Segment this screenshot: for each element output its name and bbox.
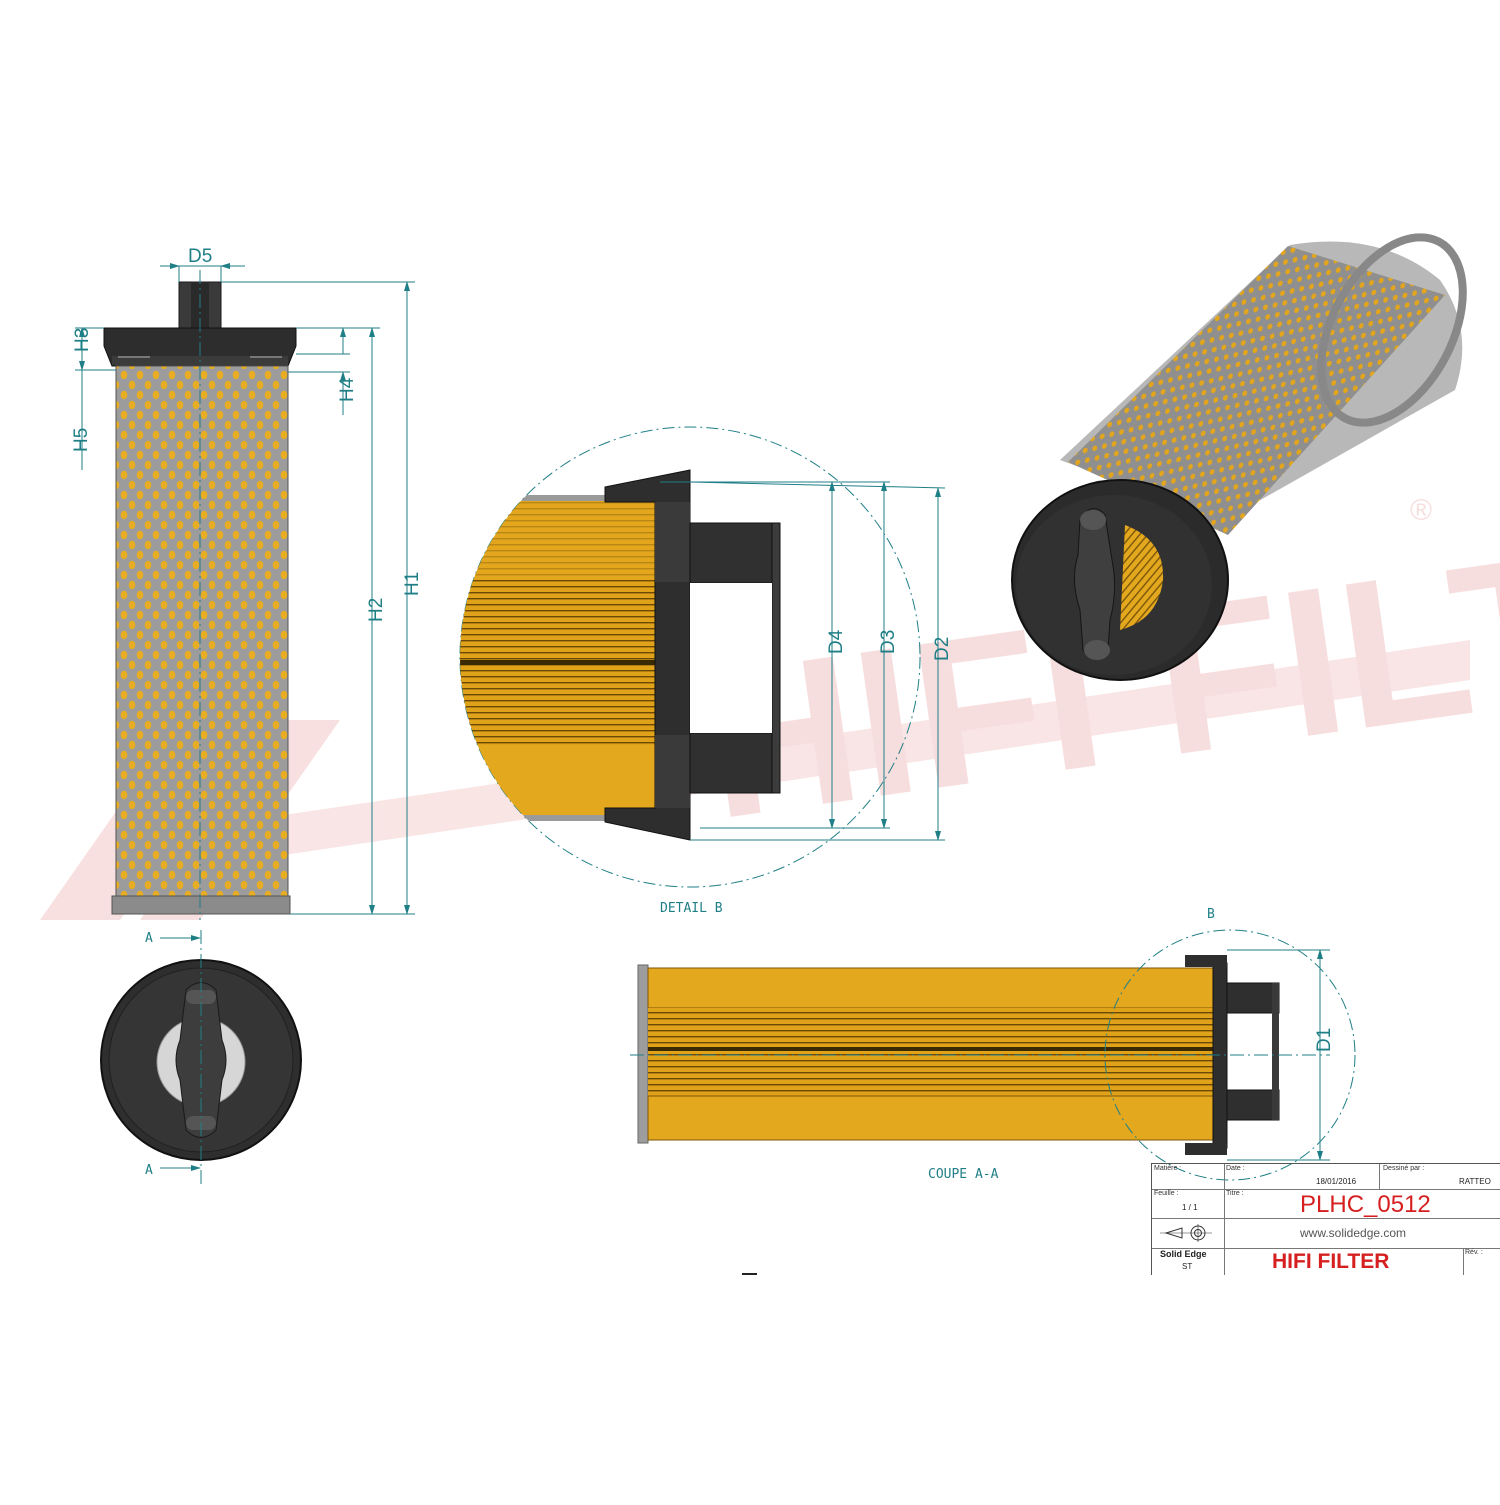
date-label: Date : [1226, 1165, 1245, 1172]
title-row-company: Solid Edge ST HIFI FILTER Rév. : [1152, 1248, 1500, 1275]
front-view [103, 270, 297, 920]
matiere-label: Matière : [1154, 1165, 1182, 1172]
detail-b-callout-circle [1104, 929, 1356, 1181]
title-row-website: www.solidedge.com [1152, 1218, 1500, 1249]
front-dimension-labels: D5 H3 H5 H4 H2 H1 [71, 246, 423, 622]
dessine-value: RATTEO [1459, 1177, 1491, 1186]
section-markers [160, 935, 201, 1171]
section-view-label: COUPE A-A [928, 1167, 999, 1182]
section-dimensions [1227, 949, 1330, 1161]
title-row-title: Feuille : 1 / 1 Titre : PLHC_0512 [1152, 1189, 1500, 1219]
detail-dimensions [660, 481, 946, 841]
bottom-cap [111, 895, 291, 915]
top-view [100, 930, 302, 1185]
projection-symbol [1152, 1218, 1225, 1248]
dim-label-d1: D1 [1314, 1028, 1335, 1052]
title-block: Matière : Date : 18/01/2016 Dessiné par … [1151, 1163, 1500, 1275]
title-row-top: Matière : Date : 18/01/2016 Dessiné par … [1152, 1164, 1500, 1190]
section-marker-top: A [145, 931, 153, 946]
drawing-title: PLHC_0512 [1300, 1191, 1431, 1218]
dim-label-d5: D5 [188, 246, 212, 267]
detail-marker-label: B [1207, 907, 1215, 922]
company-name: HIFI FILTER [1272, 1250, 1390, 1273]
dim-label-h3: H3 [72, 328, 93, 352]
detail-circle [459, 426, 921, 888]
outer-mesh [115, 365, 289, 897]
dim-label-d4: D4 [826, 629, 847, 654]
feuille-value: 1 / 1 [1182, 1203, 1198, 1212]
dim-label-d2: D2 [932, 637, 953, 661]
front-dimensions [75, 263, 415, 915]
rev-label: Rév. : [1465, 1249, 1483, 1256]
dim-label-h1: H1 [402, 572, 423, 596]
dessine-label: Dessiné par : [1383, 1165, 1425, 1172]
software-name: Solid Edge [1160, 1249, 1207, 1259]
dim-label-h4: H4 [337, 377, 358, 402]
date-value: 18/01/2016 [1316, 1177, 1357, 1186]
detail-dimension-labels: D4 D3 D2 [826, 629, 953, 661]
section-view [630, 955, 1330, 1155]
watermark-trademark: ® [1410, 494, 1432, 527]
detail-view-label: DETAIL B [660, 901, 723, 916]
software-version: ST [1182, 1262, 1193, 1271]
projection-icon [1160, 1224, 1212, 1242]
website-link: www.solidedge.com [1300, 1226, 1407, 1240]
dim-label-h5: H5 [71, 428, 92, 452]
dim-label-d3: D3 [878, 630, 899, 654]
dim-label-h2: H2 [366, 598, 387, 622]
section-marker-bottom: A [145, 1163, 153, 1178]
isometric-view [1011, 233, 1467, 681]
titre-label: Titre : [1226, 1190, 1244, 1197]
feuille-label: Feuille : [1154, 1190, 1179, 1197]
